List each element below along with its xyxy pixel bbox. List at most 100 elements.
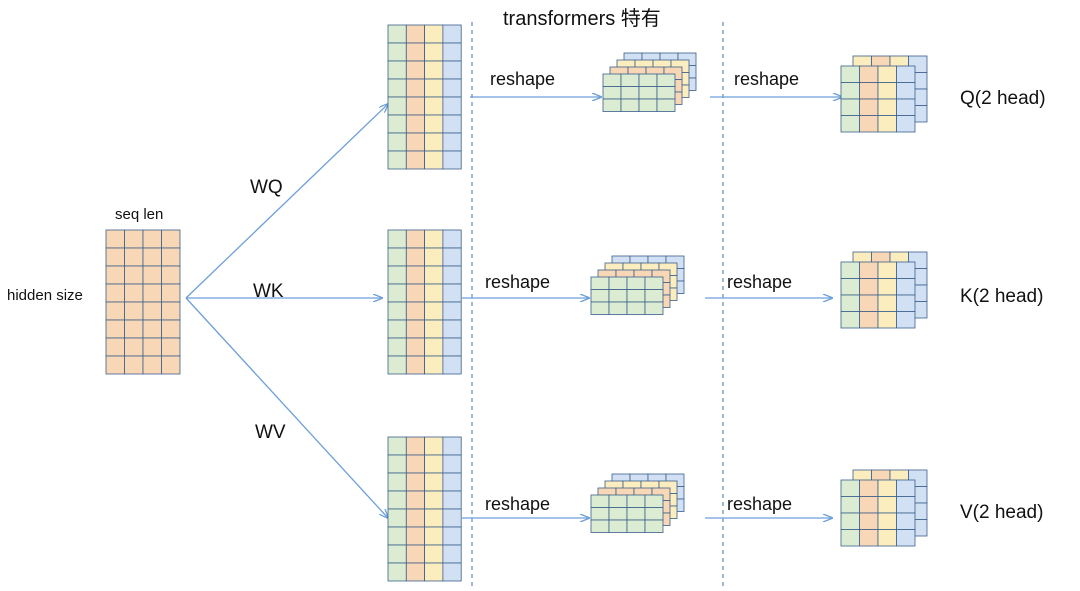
matrix-cell [124,247,144,267]
matrix-cell [877,311,897,329]
matrix-cell [387,490,407,510]
matrix-cell [877,65,897,83]
matrix-cell [424,301,444,321]
matrix-cell [877,115,897,133]
matrix-cell [896,115,916,133]
matrix-cell [442,247,462,267]
matrix-cell [387,562,407,582]
matrix-cell [608,519,628,533]
matrix-cell [442,436,462,456]
k-projected-matrix [387,229,462,375]
matrix-cell [896,529,916,547]
matrix-cell [387,42,407,62]
matrix-cell [405,78,425,98]
matrix-cell [877,294,897,312]
matrix-cell [626,507,646,521]
matrix-cell [405,150,425,170]
matrix-cell [442,337,462,357]
matrix-cell [387,283,407,303]
reshape-label-v1: reshape [485,494,551,514]
matrix-cell [877,479,897,497]
matrix-cell [387,526,407,546]
matrix-cell [405,42,425,62]
matrix-cell [387,355,407,375]
matrix-cell [387,544,407,564]
matrix-cell [442,265,462,285]
matrix-cell [859,82,879,100]
wq-arrow [185,104,388,299]
matrix-cell [424,229,444,249]
matrix-cell [387,508,407,528]
matrix-cell [424,24,444,44]
matrix-cell [638,86,658,100]
matrix-cell [644,519,664,533]
matrix-cell [405,301,425,321]
matrix-cell [859,529,879,547]
matrix-cell [442,562,462,582]
matrix-cell [626,276,646,290]
matrix-cell [620,86,640,100]
matrix-cell [405,283,425,303]
matrix-cell [840,529,860,547]
matrix-cell [442,454,462,474]
matrix-cell [124,355,144,375]
matrix-cell [424,472,444,492]
matrix-cell [105,229,125,249]
matrix-cell [896,278,916,296]
matrix-cell [161,247,181,267]
matrix-cell [387,301,407,321]
matrix-cell [124,319,144,339]
matrix-cell [124,229,144,249]
matrix-cell [608,276,628,290]
v-projected-matrix [387,436,462,582]
matrix-cell [387,337,407,357]
v-split-sheet [590,494,664,533]
matrix-cell [620,73,640,87]
matrix-cell [405,526,425,546]
matrix-cell [405,508,425,528]
matrix-cell [405,265,425,285]
matrix-cell [424,508,444,528]
input-matrix [105,229,181,375]
matrix-cell [840,261,860,279]
matrix-cell [644,507,664,521]
matrix-cell [859,115,879,133]
matrix-cell [840,115,860,133]
matrix-cell [387,96,407,116]
matrix-cell [105,337,125,357]
matrix-cell [608,289,628,303]
section-title: transformers 特有 [503,8,661,30]
k-head-front-sheet [840,261,916,329]
matrix-cell [442,114,462,134]
matrix-cell [387,247,407,267]
dividers [471,22,724,586]
matrix-cell [840,496,860,514]
matrix-cell [424,544,444,564]
matrix-cell [405,319,425,339]
matrix-cell [608,507,628,521]
reshape-label-q2: reshape [734,69,800,89]
matrix-cell [644,301,664,315]
matrix-cell [405,229,425,249]
matrix-cell [424,265,444,285]
matrix-cell [405,562,425,582]
matrix-cell [877,98,897,116]
matrix-cell [877,261,897,279]
matrix-cell [859,512,879,530]
matrix-cell [161,283,181,303]
matrix-cell [442,544,462,564]
matrix-cell [602,98,622,112]
matrix-cell [387,436,407,456]
matrix-cell [877,512,897,530]
matrix-cell [405,247,425,267]
matrix-cell [424,60,444,80]
matrix-cell [859,496,879,514]
matrix-cell [442,319,462,339]
matrix-cell [896,512,916,530]
matrix-cell [608,301,628,315]
reshape-label-q1: reshape [490,69,556,89]
k-split-sheet [590,276,664,315]
matrix-cell [638,73,658,87]
reshape-label-v2: reshape [727,494,793,514]
